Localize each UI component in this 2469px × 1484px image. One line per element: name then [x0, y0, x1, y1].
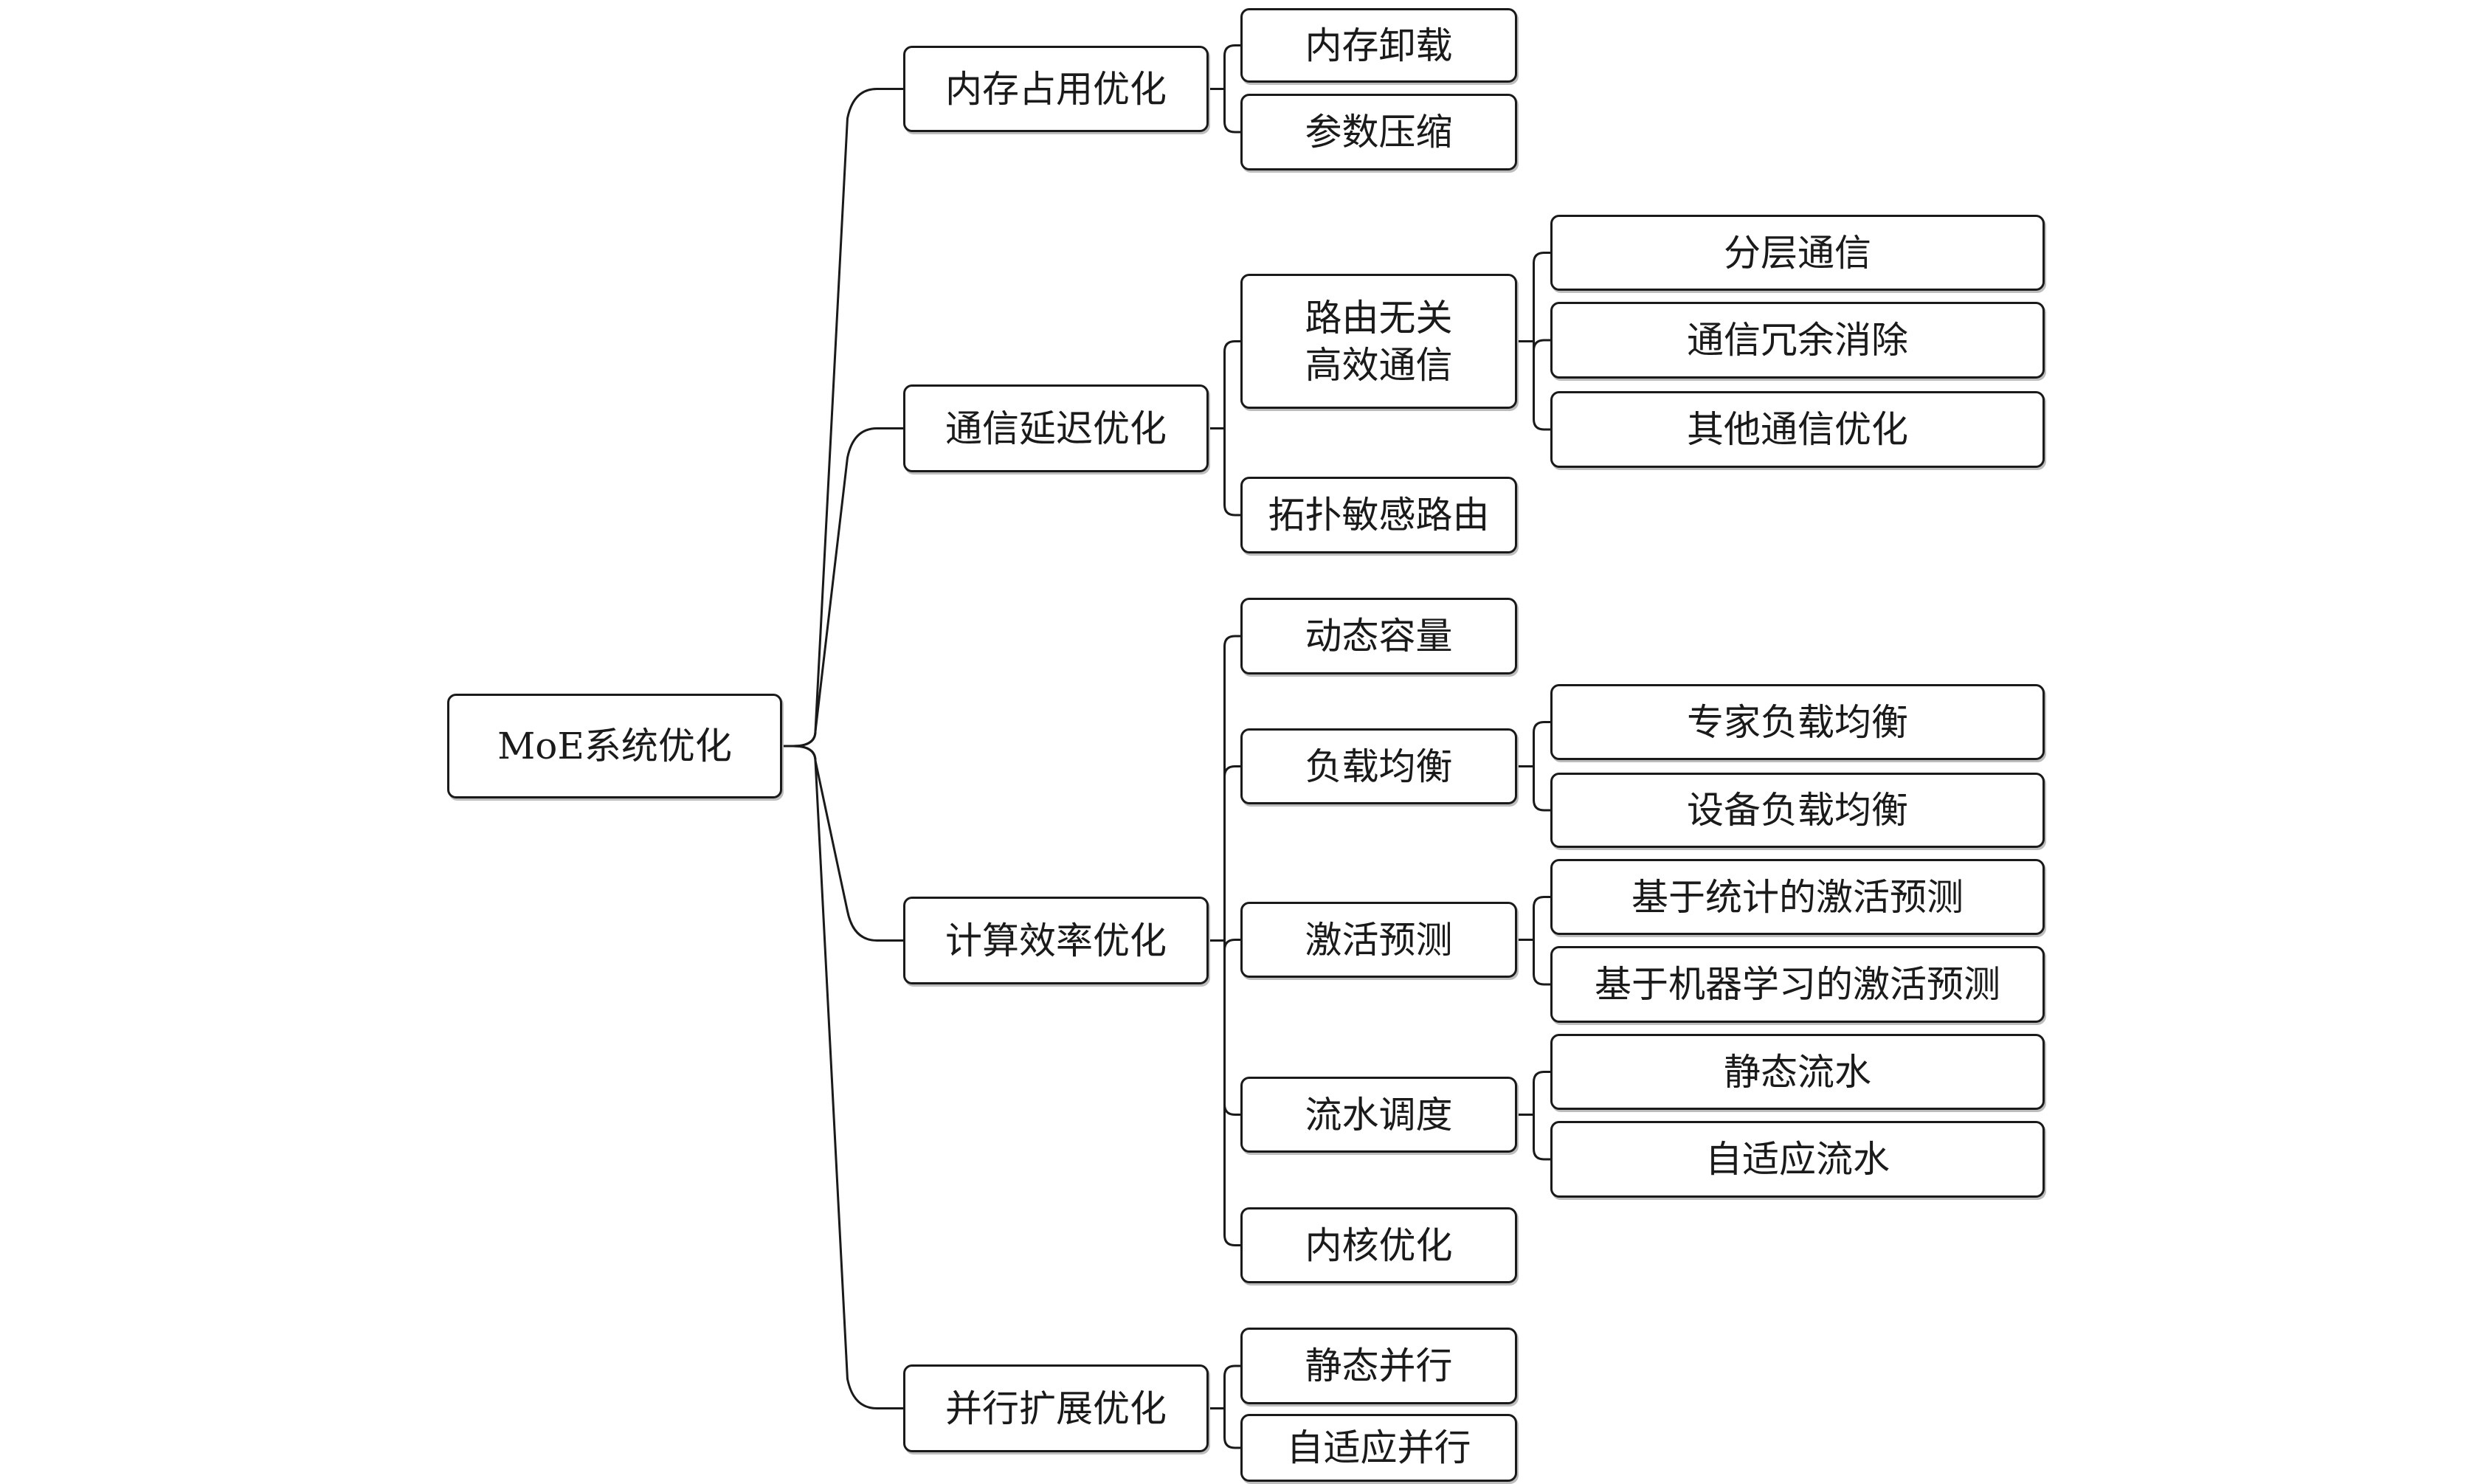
branch-communication: 通信延迟优化 [903, 384, 1209, 472]
leaf-device-load-balance: 设备负载均衡 [1550, 773, 2045, 848]
connector-line [782, 88, 903, 748]
connector-line [1533, 721, 1550, 767]
connector-line [1533, 1114, 1550, 1161]
connector-line [1223, 1364, 1240, 1409]
connector-line [782, 745, 903, 942]
connector-line [1223, 89, 1240, 134]
node-memory-offload: 内存卸载 [1240, 8, 1517, 83]
leaf-comm-redundancy: 通信冗余消除 [1550, 302, 2045, 379]
connector-line [1533, 339, 1550, 351]
connector-line [1533, 939, 1550, 986]
connector-line [1223, 635, 1240, 941]
leaf-stat-activation: 基于统计的激活预测 [1550, 859, 2045, 935]
connector-line [1533, 766, 1550, 812]
node-dynamic-capacity: 动态容量 [1240, 598, 1517, 674]
root-node: MoE系统优化 [447, 694, 782, 798]
leaf-expert-load-balance: 专家负载均衡 [1550, 684, 2045, 760]
leaf-adaptive-pipeline: 自适应流水 [1550, 1121, 2045, 1198]
branch-parallel: 并行扩展优化 [903, 1364, 1209, 1452]
leaf-other-comm: 其他通信优化 [1550, 391, 2045, 468]
branch-memory: 内存占用优化 [903, 46, 1209, 132]
connector-line [1223, 940, 1240, 1246]
node-static-parallel: 静态并行 [1240, 1328, 1517, 1404]
connector-line [782, 745, 903, 1409]
connector-line [1223, 44, 1240, 89]
connector-line [782, 427, 903, 748]
connector-line [1223, 1408, 1240, 1449]
connector-line [1533, 1071, 1550, 1115]
node-pipeline-schedule: 流水调度 [1240, 1077, 1517, 1153]
connector-line [1533, 252, 1550, 342]
node-param-compress: 参数压缩 [1240, 94, 1517, 170]
node-route-agnostic-comm: 路由无关 高效通信 [1240, 274, 1517, 409]
connector-line [1223, 340, 1240, 429]
connector-line [1223, 765, 1240, 941]
node-topology-routing: 拓扑敏感路由 [1240, 477, 1517, 553]
leaf-ml-activation: 基于机器学习的激活预测 [1550, 946, 2045, 1023]
branch-computation: 计算效率优化 [903, 897, 1209, 984]
connector-line [1533, 341, 1550, 431]
connector-line [1223, 939, 1240, 950]
leaf-static-pipeline: 静态流水 [1550, 1034, 2045, 1110]
node-adaptive-parallel: 自适应并行 [1240, 1414, 1517, 1482]
node-load-balance: 负载均衡 [1240, 728, 1517, 804]
node-kernel-opt: 内核优化 [1240, 1207, 1517, 1283]
connector-line [1223, 940, 1240, 1116]
node-activation-predict: 激活预测 [1240, 902, 1517, 978]
leaf-hierarchical-comm: 分层通信 [1550, 215, 2045, 291]
connector-line [1533, 896, 1550, 940]
connector-line [1223, 428, 1240, 517]
